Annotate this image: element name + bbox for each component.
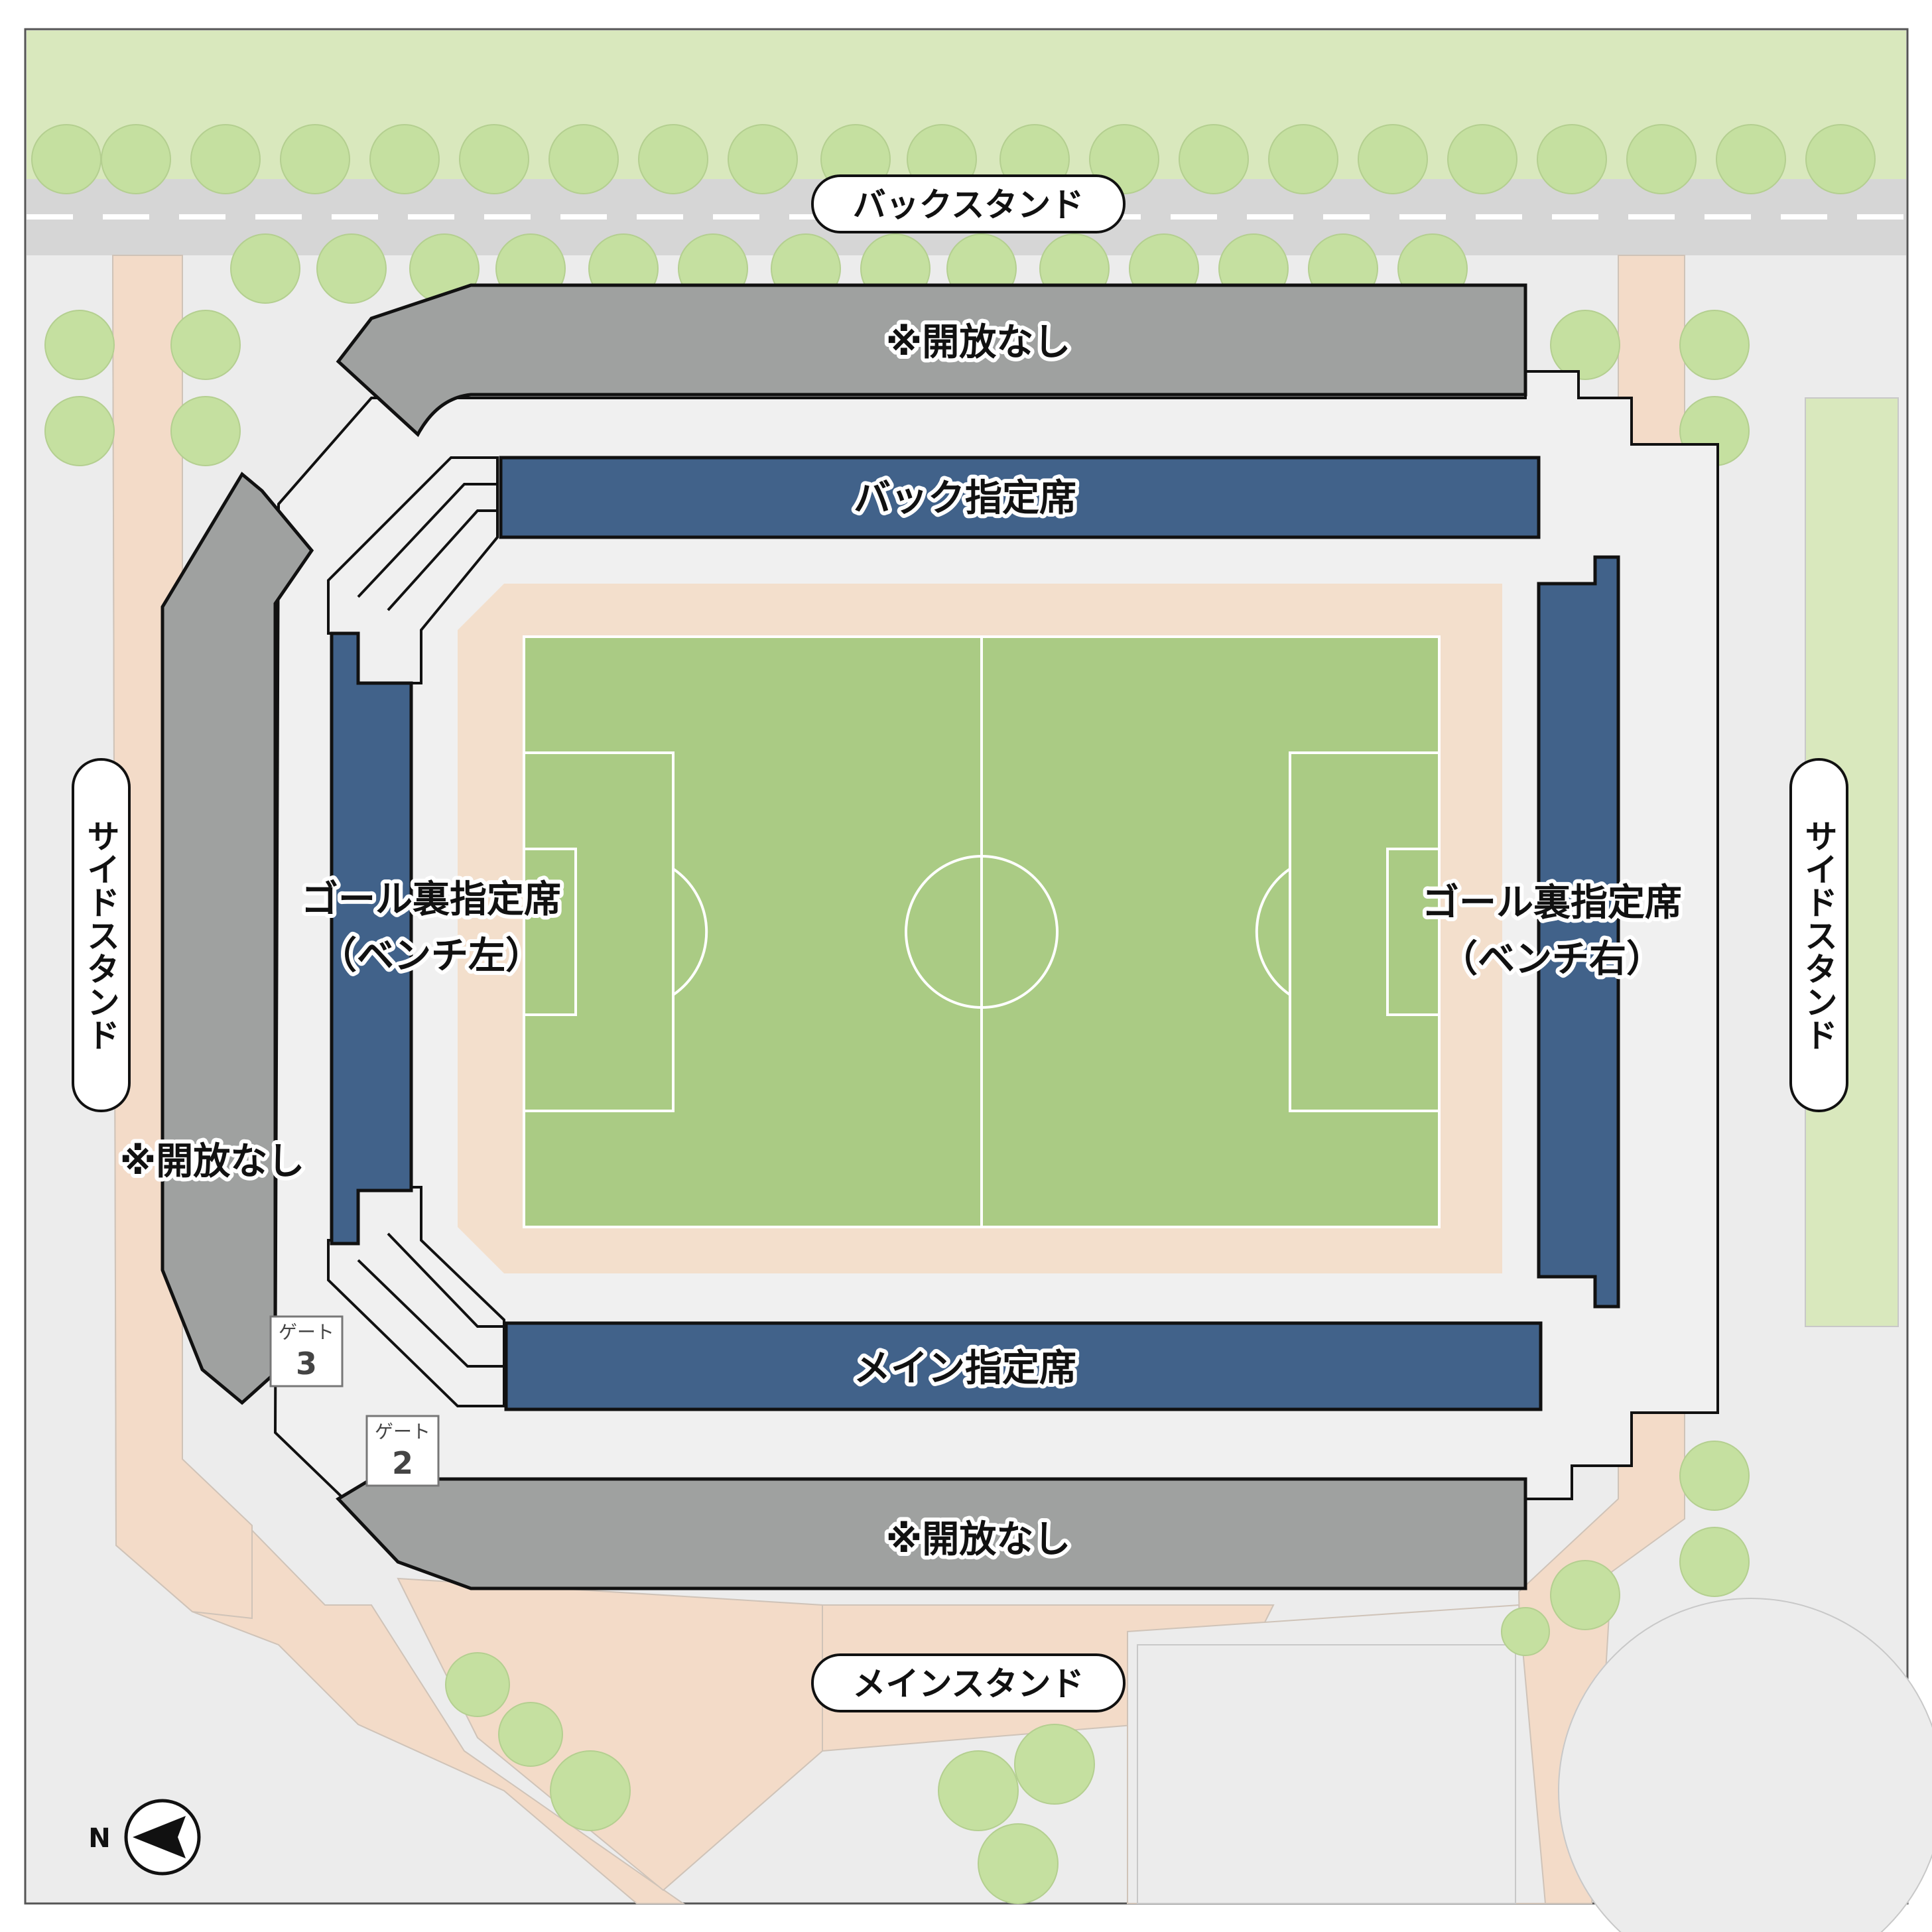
- compass: N: [88, 1799, 201, 1876]
- back-reserved-label: バック指定席: [854, 477, 1076, 520]
- goal-left-label-line2: （ベンチ左）: [320, 934, 543, 978]
- goal-left-label-line1: ゴール裏指定席: [301, 878, 561, 921]
- closed-top-label: ※開放なし: [886, 321, 1070, 364]
- north-label: N: [88, 1823, 110, 1854]
- goal-left-reserved-block: [330, 631, 413, 1246]
- back-stand-label: バックスタンド: [853, 186, 1084, 224]
- goal-right-label-line2: （ベンチ右）: [1441, 938, 1663, 981]
- side-stand-left-label: サイドスタンド: [82, 819, 120, 1051]
- gate-2[interactable]: ゲート 2: [365, 1415, 440, 1487]
- goal-right-reserved-block: [1537, 555, 1620, 1309]
- back-reserved-block: [499, 456, 1541, 539]
- side-stand-right-pill: サイドスタンド: [1789, 758, 1848, 1112]
- pitch-markings: [523, 637, 1441, 1227]
- gate-2-number: 2: [392, 1445, 413, 1481]
- side-stand-right-label: サイドスタンド: [1799, 819, 1838, 1051]
- main-reserved-label: メイン指定席: [854, 1347, 1076, 1390]
- main-reserved-block: [504, 1321, 1543, 1411]
- gate-3[interactable]: ゲート 3: [269, 1315, 344, 1387]
- main-stand-label: メインスタンド: [853, 1665, 1084, 1703]
- trees: [31, 124, 1876, 1904]
- main-stand-pill: メインスタンド: [811, 1653, 1126, 1712]
- north-arrow-icon: [133, 1816, 186, 1858]
- back-stand-pill: バックスタンド: [811, 174, 1126, 233]
- goal-right-label-line1: ゴール裏指定席: [1422, 881, 1682, 925]
- plaza-block: [1137, 1644, 1516, 1904]
- gate-2-label: ゲート: [375, 1421, 430, 1443]
- side-stand-left-pill: サイドスタンド: [72, 758, 131, 1112]
- gate-3-label: ゲート: [279, 1321, 334, 1343]
- closed-stand-top: [336, 283, 1527, 438]
- gate-3-number: 3: [296, 1346, 317, 1382]
- closed-left-label: ※開放なし: [120, 1140, 304, 1183]
- closed-bottom-label: ※開放なし: [886, 1518, 1070, 1561]
- closed-stand-left: [161, 472, 314, 1405]
- plaza-circle: [1558, 1598, 1932, 1932]
